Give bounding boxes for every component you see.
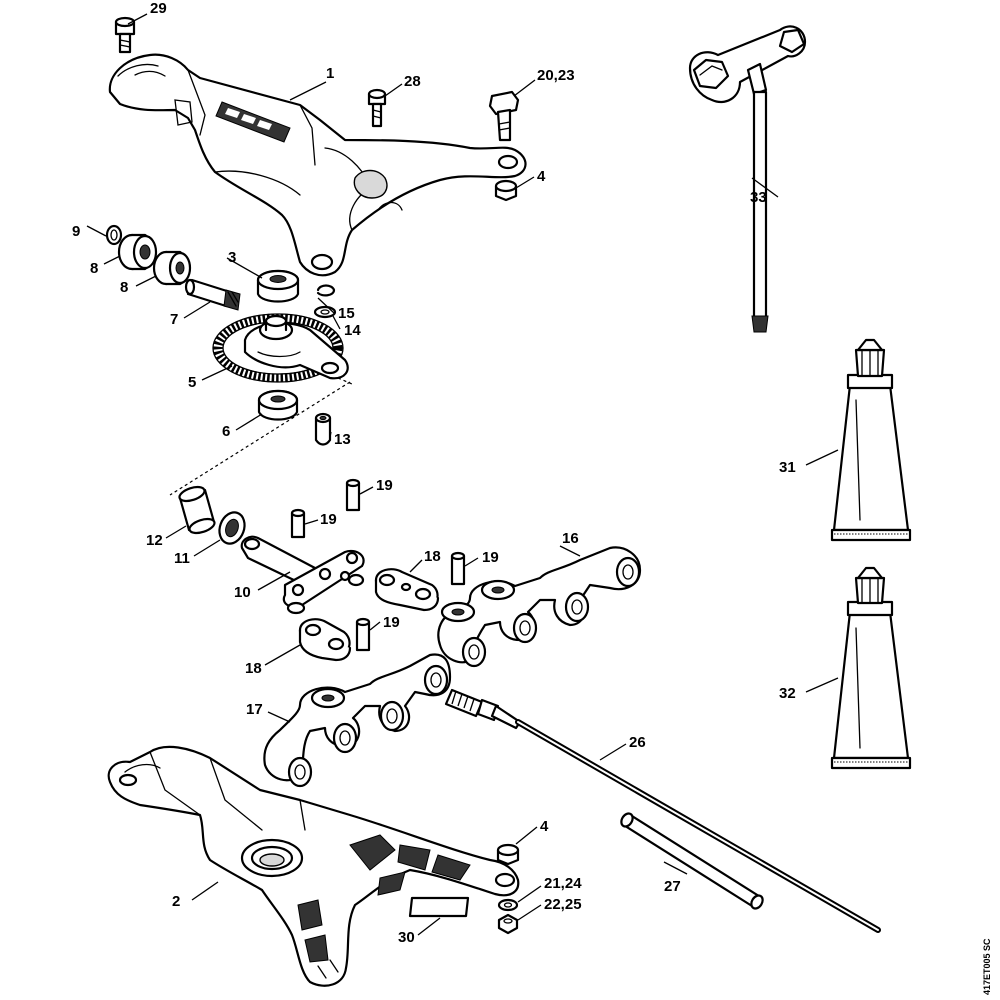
label-21-24: 21,24 [544, 875, 582, 892]
grease-tube-31 [830, 338, 912, 542]
label-13: 13 [334, 431, 351, 448]
label-5: 5 [188, 374, 196, 391]
label-3: 3 [228, 249, 236, 266]
label-8-b: 8 [120, 279, 128, 296]
label-11: 11 [174, 550, 190, 567]
label-28: 28 [404, 73, 421, 90]
tube-27 [620, 812, 764, 910]
screw-28 [367, 88, 387, 128]
combination-wrench-33 [688, 25, 807, 333]
label-4-lower: 4 [540, 818, 549, 835]
pin-19-c [450, 551, 466, 586]
label-17: 17 [246, 701, 263, 718]
part-labels: 1 2 3 4 4 5 6 7 8 8 9 10 11 12 13 14 15 … [72, 0, 796, 946]
bush-13 [314, 412, 332, 446]
washer-21-24 [497, 898, 519, 912]
label-30: 30 [398, 929, 415, 946]
lubrication-rod-26 [444, 688, 881, 933]
label-19-c: 19 [482, 549, 499, 566]
grease-tube-32 [830, 566, 912, 770]
label-6: 6 [222, 423, 230, 440]
nut-4-lower [496, 843, 520, 866]
label-15: 15 [338, 305, 355, 322]
nut-22-25 [497, 913, 519, 935]
gear-5 [212, 313, 349, 383]
label-16: 16 [562, 530, 579, 547]
leader-lines [86, 13, 839, 936]
label-10: 10 [234, 584, 251, 601]
pinion-shaft-7 [184, 278, 241, 311]
pin-19-b [290, 508, 306, 539]
label-19-a: 19 [376, 477, 393, 494]
sleeve-12 [178, 485, 216, 535]
label-26: 26 [629, 734, 646, 751]
bearing-6 [257, 389, 299, 421]
label-14: 14 [344, 322, 361, 339]
label-4-upper: 4 [537, 168, 546, 185]
connecting-rod-10 [240, 535, 365, 615]
pin-19-d [355, 617, 371, 652]
label-18-lower: 18 [245, 660, 262, 677]
label-9: 9 [72, 223, 80, 240]
label-19-b: 19 [320, 511, 337, 528]
circlip-9 [105, 224, 123, 246]
label-32: 32 [779, 685, 796, 702]
lower-gear-housing [107, 745, 520, 987]
screw-29 [114, 16, 136, 54]
label-2: 2 [172, 893, 180, 910]
bolt-20-23 [488, 90, 520, 142]
pin-19-a [345, 478, 361, 512]
bearing-3 [256, 269, 300, 303]
label-20-23: 20,23 [537, 67, 575, 84]
label-31: 31 [779, 459, 796, 476]
bearing-8-b [152, 250, 192, 286]
label-12: 12 [146, 532, 163, 549]
image-code: 417ET005 SC [982, 938, 992, 995]
link-18-upper [374, 568, 440, 612]
label-1: 1 [326, 65, 334, 82]
link-18-lower [298, 618, 352, 662]
label-19-d: 19 [383, 614, 400, 631]
label-18-upper: 18 [424, 548, 441, 565]
label-7: 7 [170, 311, 178, 328]
label-33: 33 [750, 189, 767, 206]
label-29: 29 [150, 0, 167, 17]
drive-arm-16 [437, 546, 642, 668]
label-22-25: 22,25 [544, 896, 582, 913]
bearing-8-a [117, 233, 158, 271]
label-27: 27 [664, 878, 681, 895]
drive-arm-17 [263, 653, 452, 788]
nut-4-upper [494, 179, 518, 202]
upper-gear-housing [108, 53, 527, 277]
label-plate-30 [408, 896, 470, 918]
ring-11 [218, 511, 246, 545]
circlip-15 [316, 284, 336, 297]
label-8-a: 8 [90, 260, 98, 277]
